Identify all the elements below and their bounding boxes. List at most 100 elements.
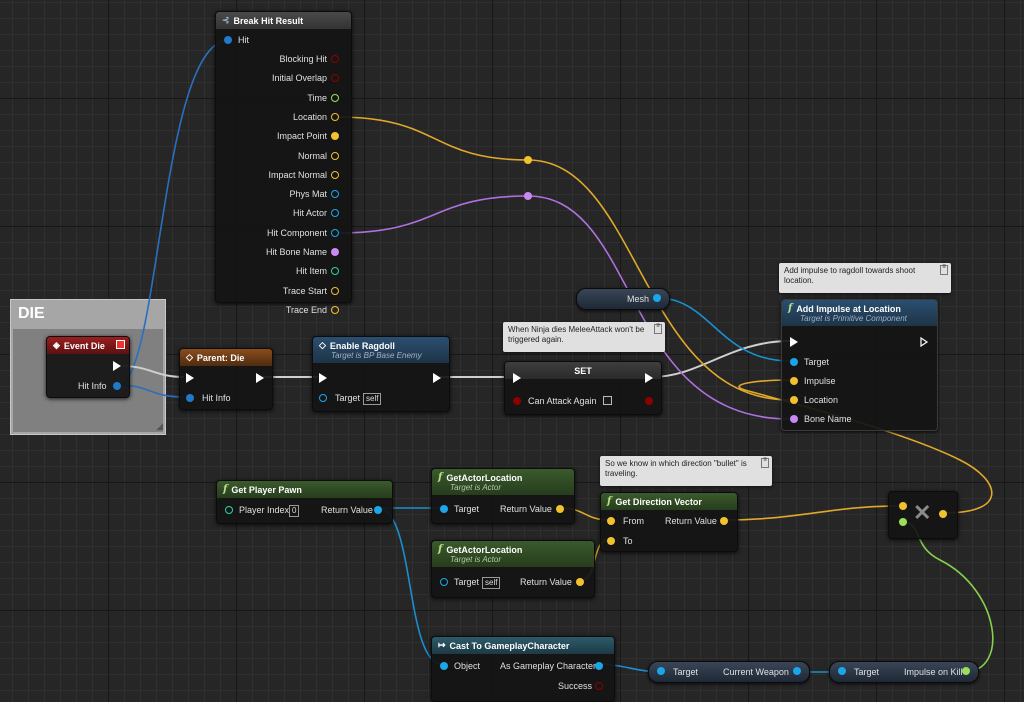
comment-bubble-direction[interactable]: So we know in which direction "bullet" i… <box>600 456 772 486</box>
node-multiply-vector-float[interactable]: ✕ <box>888 491 958 539</box>
node-title: GetActorLocation <box>446 472 523 483</box>
collapse-bubble-icon[interactable]: ≡ <box>940 264 948 275</box>
node-cast-to-gameplay-character[interactable]: ↦ Cast To GameplayCharacter Object As Ga… <box>431 636 615 702</box>
collapse-bubble-icon[interactable]: ≡ <box>654 323 662 334</box>
pin-output[interactable] <box>331 93 339 102</box>
pin-output[interactable] <box>331 55 339 63</box>
exec-out-pin-empty[interactable] <box>920 337 929 347</box>
exec-in-pin[interactable] <box>186 373 194 383</box>
pin-target-input[interactable] <box>440 505 448 513</box>
comment-bubble-ninja[interactable]: When Ninja dies MeleeAttack won't be tri… <box>503 322 665 352</box>
node-enable-ragdoll[interactable]: ◇Enable Ragdoll Target is BP Base Enemy … <box>312 336 450 412</box>
collapse-bubble-icon[interactable]: ≡ <box>761 457 769 468</box>
pin-label-output: Trace End <box>285 304 327 315</box>
pin-output[interactable] <box>331 132 339 141</box>
exec-out-pin[interactable] <box>256 373 264 383</box>
node-title: Get Player Pawn <box>231 484 302 495</box>
pin-output[interactable] <box>331 112 339 121</box>
pin-to-input[interactable] <box>607 537 615 545</box>
pin-label-target: Target <box>804 357 830 367</box>
pin-location-input[interactable] <box>790 396 798 404</box>
pin-hit-info-output[interactable] <box>113 382 121 390</box>
pin-target-input[interactable] <box>657 667 665 675</box>
node-get-player-pawn[interactable]: f Get Player Pawn Player Index 0 Return … <box>216 480 393 524</box>
pin-output[interactable] <box>331 74 339 83</box>
can-attack-checkbox[interactable] <box>603 396 612 405</box>
pin-impulse-on-kill-output[interactable] <box>962 667 970 675</box>
node-title: Get Direction Vector <box>615 496 702 507</box>
pin-bone-name-input[interactable] <box>790 415 798 423</box>
pin-mesh-output[interactable] <box>653 294 661 302</box>
wire-hitinfo-break <box>117 39 230 386</box>
comment-box-die[interactable]: DIE ◢ <box>10 299 166 435</box>
self-value-box[interactable]: self <box>482 577 501 589</box>
node-title: Event Die <box>63 340 105 351</box>
pin-player-index-input[interactable] <box>225 506 233 514</box>
exec-in-pin[interactable] <box>319 373 327 383</box>
node-title: Break Hit Result <box>233 15 304 26</box>
node-get-direction-vector[interactable]: f Get Direction Vector From Return Value… <box>600 492 738 552</box>
pin-return-value-output[interactable] <box>576 578 584 586</box>
exec-in-pin[interactable] <box>790 337 798 347</box>
pin-success-output[interactable] <box>595 682 603 690</box>
pin-label-location: Location <box>804 395 839 405</box>
pin-a-input[interactable] <box>899 502 907 510</box>
pin-result-output[interactable] <box>939 510 947 518</box>
pin-return-value-output[interactable] <box>720 517 728 525</box>
pin-output[interactable] <box>331 151 339 160</box>
node-mesh-variable[interactable]: Mesh <box>576 288 670 310</box>
pin-hit-input[interactable] <box>224 36 232 44</box>
comment-text: Add impulse to ragdoll towards shoot loc… <box>784 266 916 285</box>
node-get-impulse-on-kill[interactable]: Target Impulse on Kill <box>829 661 979 683</box>
pin-output[interactable] <box>331 267 339 276</box>
exec-in-pin[interactable] <box>513 373 521 383</box>
pin-output[interactable] <box>331 170 339 179</box>
comment-bubble-impulse[interactable]: Add impulse to ragdoll towards shoot loc… <box>779 263 951 293</box>
exec-out-pin[interactable] <box>645 373 653 383</box>
pin-label-from: From <box>623 516 644 526</box>
pin-target-input[interactable] <box>838 667 846 675</box>
pin-target-input[interactable] <box>790 358 798 366</box>
reroute-knot-vector[interactable] <box>524 156 532 164</box>
node-parent-die[interactable]: ◇ Parent: Die Hit Info <box>179 348 273 410</box>
pin-object-input[interactable] <box>440 662 448 670</box>
multiply-icon: ✕ <box>913 500 932 525</box>
pin-from-input[interactable] <box>607 517 615 525</box>
node-event-die[interactable]: ◈ Event Die Hit Info <box>46 336 130 398</box>
pin-target-input[interactable] <box>440 578 448 586</box>
pin-label-impulse: Impulse <box>804 376 836 386</box>
pin-output[interactable] <box>331 190 339 199</box>
reroute-knot-name[interactable] <box>524 192 532 200</box>
pin-label-output: Phys Mat <box>289 189 327 200</box>
player-index-value[interactable]: 0 <box>289 505 300 517</box>
pin-output[interactable] <box>331 209 339 218</box>
pin-b-input[interactable] <box>899 518 907 526</box>
pin-hit-info-input[interactable] <box>186 394 194 402</box>
pin-output[interactable] <box>331 305 339 314</box>
node-get-current-weapon[interactable]: Target Current Weapon <box>648 661 810 683</box>
pin-return-value-output[interactable] <box>374 506 382 514</box>
self-value-box[interactable]: self <box>363 393 382 405</box>
pin-output[interactable] <box>331 248 339 256</box>
pin-output[interactable] <box>331 286 339 295</box>
pin-output[interactable] <box>331 228 339 237</box>
pin-target-input[interactable] <box>319 394 327 402</box>
pin-as-character-output[interactable] <box>595 662 603 670</box>
pin-impulse-input[interactable] <box>790 377 798 385</box>
resize-grip-icon[interactable]: ◢ <box>156 421 163 431</box>
event-delegate-icon[interactable] <box>116 340 125 349</box>
pin-current-weapon-output[interactable] <box>793 667 801 675</box>
exec-out-pin[interactable] <box>433 373 441 383</box>
pin-label-as-gameplay-character: As Gameplay Character <box>500 661 597 671</box>
break-struct-icon: ⊰ <box>222 15 230 25</box>
pin-return-value-output[interactable] <box>556 505 564 513</box>
node-header: ⊰ Break Hit Result <box>216 12 351 29</box>
pin-can-attack-input[interactable] <box>513 397 521 405</box>
exec-out-pin[interactable] <box>113 361 121 371</box>
node-set-can-attack-again[interactable]: SET Can Attack Again <box>504 361 662 415</box>
pin-can-attack-output[interactable] <box>645 397 653 405</box>
